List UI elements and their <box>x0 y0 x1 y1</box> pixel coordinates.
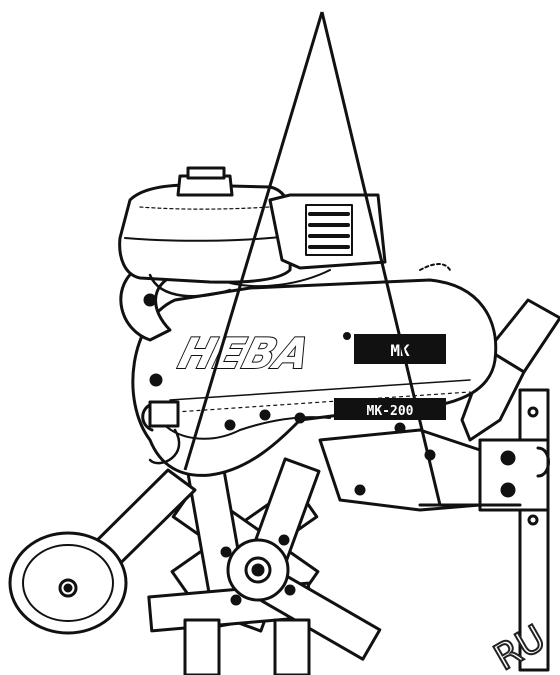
brand-logo-text: НЕВА <box>173 330 314 379</box>
balance-triangle <box>183 11 442 506</box>
rotor-hub <box>220 534 296 606</box>
model-plate: МК-200 <box>334 398 446 420</box>
transport-wheel-assembly <box>8 468 197 635</box>
model-plate-text: МК-200 <box>367 404 414 419</box>
brand-logo: НЕВА МК <box>172 329 446 380</box>
handle-frame <box>460 298 560 672</box>
transmission-bracket <box>318 428 522 512</box>
